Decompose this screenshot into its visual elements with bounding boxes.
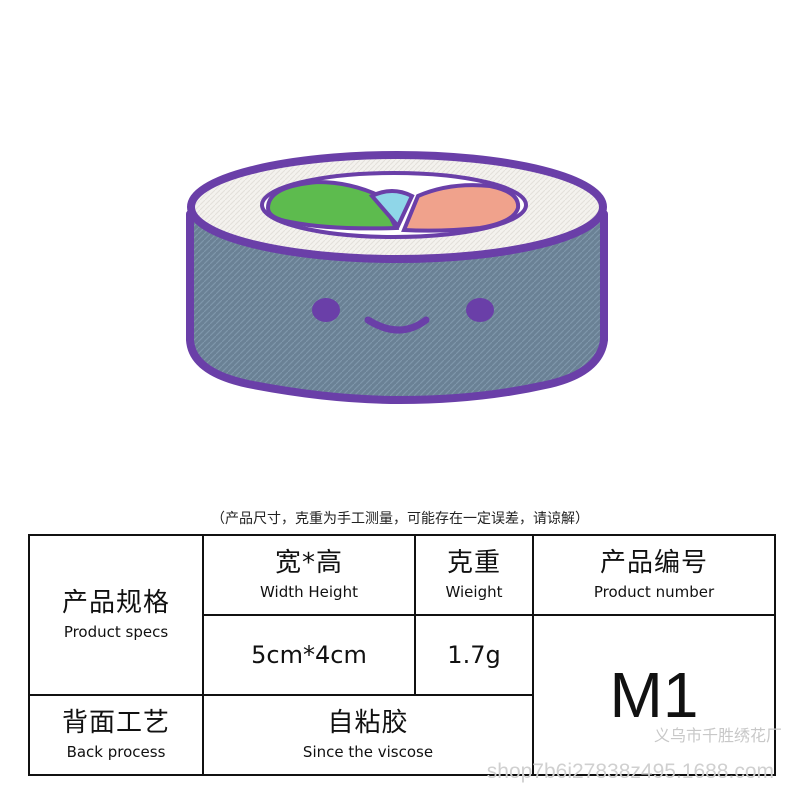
sushi-filling-salmon — [401, 183, 521, 233]
number-header-en: Product number — [593, 583, 715, 602]
back-process-value-cell: 自粘胶 Since the viscose — [202, 694, 534, 776]
sushi-patch-image — [186, 151, 608, 404]
product-number-value: M1 — [532, 614, 776, 776]
measurement-note: （产品尺寸，克重为手工测量，可能存在一定误差，请谅解） — [211, 511, 589, 527]
sushi-left-eye — [312, 298, 340, 322]
back-process-zh: 背面工艺 — [61, 707, 170, 738]
sushi-side — [186, 210, 608, 404]
size-value: 5cm*4cm — [202, 614, 416, 696]
sushi-filling-green — [265, 179, 400, 231]
weight-value: 1.7g — [414, 614, 534, 696]
weight-header-cell: 克重 Wieight — [414, 534, 534, 616]
size-header-en: Width Height — [260, 583, 358, 602]
spec-header-cell: 产品规格 Product specs — [28, 534, 204, 696]
back-process-en: Back process — [66, 743, 166, 762]
watermark-company: 义乌市千胜绣花厂 — [653, 726, 782, 745]
watermark-shop: shop7b6i27838z495.1688.com — [486, 760, 774, 783]
size-header-cell: 宽*高 Width Height — [202, 534, 416, 616]
back-process-value-en: Since the viscose — [302, 743, 434, 762]
back-process-value-zh: 自粘胶 — [327, 707, 409, 738]
sushi-right-eye — [466, 298, 494, 322]
size-header-zh: 宽*高 — [274, 547, 343, 578]
spec-table: 产品规格 Product specs 宽*高 Width Height 克重 W… — [28, 534, 776, 776]
weight-header-en: Wieight — [445, 583, 503, 602]
spec-header-en: Product specs — [63, 623, 169, 642]
number-header-cell: 产品编号 Product number — [532, 534, 776, 616]
weight-header-zh: 克重 — [446, 547, 501, 578]
sushi-filling-cyan — [368, 189, 415, 230]
number-header-zh: 产品编号 — [599, 547, 708, 578]
back-process-header-cell: 背面工艺 Back process — [28, 694, 204, 776]
sushi-smile — [364, 316, 430, 334]
spec-header-zh: 产品规格 — [61, 587, 170, 618]
